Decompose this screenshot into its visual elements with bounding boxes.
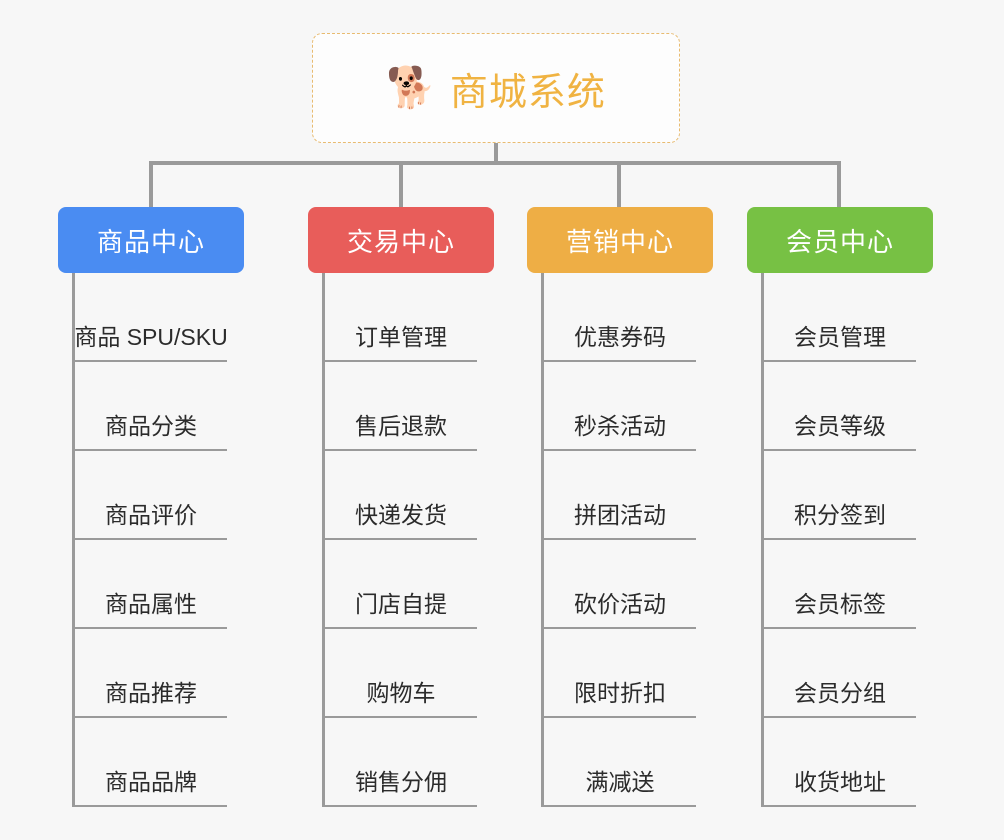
connector-horizontal-bus [149,161,841,165]
branch-body-product-center: 商品 SPU/SKU 商品分类 商品评价 商品属性 商品推荐 商品品牌 [72,273,244,807]
list-item[interactable]: 会员管理 [764,295,916,362]
branch-header-label: 营销中心 [565,226,674,257]
connector-drop-trade-center [399,161,403,207]
list-item[interactable]: 商品品牌 [75,718,227,807]
list-item[interactable]: 门店自提 [325,540,477,629]
list-item-label: 积分签到 [794,502,886,528]
branch-body-member-center: 会员管理 会员等级 积分签到 会员标签 会员分组 收货地址 [761,273,933,807]
list-item[interactable]: 商品属性 [75,540,227,629]
branch-body-trade-center: 订单管理 售后退款 快递发货 门店自提 购物车 销售分佣 [322,273,494,807]
list-item[interactable]: 砍价活动 [544,540,696,629]
list-item[interactable]: 订单管理 [325,295,477,362]
list-item-label: 购物车 [366,680,436,706]
list-item-label: 限时折扣 [574,680,666,706]
list-item-label: 快递发货 [355,502,447,528]
list-item-label: 会员等级 [794,413,886,439]
branch-product-center: 商品中心 商品 SPU/SKU 商品分类 商品评价 商品属性 商品推荐 商品品牌 [58,207,244,807]
list-item[interactable]: 销售分佣 [325,718,477,807]
list-item-label: 订单管理 [355,324,447,350]
root-node[interactable]: 🐕 商城系统 [312,33,680,143]
list-item-label: 会员分组 [794,680,886,706]
list-item-label: 优惠券码 [574,324,666,350]
list-item-label: 商品分类 [105,413,197,439]
page-title: 商城系统 [449,71,606,114]
shiba-dog-face-icon: 🐕 [386,66,436,110]
list-item[interactable]: 商品推荐 [75,629,227,718]
list-item-label: 商品推荐 [105,680,197,706]
connector-drop-marketing-center [617,161,621,207]
branch-header-trade-center[interactable]: 交易中心 [308,207,494,273]
branch-marketing-center: 营销中心 优惠券码 秒杀活动 拼团活动 砍价活动 限时折扣 满减送 [527,207,713,807]
branch-header-member-center[interactable]: 会员中心 [747,207,933,273]
list-item[interactable]: 会员分组 [764,629,916,718]
connector-drop-member-center [837,161,841,207]
list-item[interactable]: 商品评价 [75,451,227,540]
list-item-label: 拼团活动 [574,502,666,528]
list-item-label: 会员标签 [794,591,886,617]
list-item-label: 砍价活动 [574,591,666,617]
list-item[interactable]: 拼团活动 [544,451,696,540]
list-item-label: 商品品牌 [105,769,197,795]
list-item[interactable]: 收货地址 [764,718,916,807]
list-item[interactable]: 售后退款 [325,362,477,451]
list-item-label: 会员管理 [794,324,886,350]
branch-header-label: 会员中心 [785,226,894,257]
branch-body-marketing-center: 优惠券码 秒杀活动 拼团活动 砍价活动 限时折扣 满减送 [541,273,713,807]
list-item[interactable]: 会员等级 [764,362,916,451]
list-item[interactable]: 商品 SPU/SKU [74,295,228,362]
list-item[interactable]: 满减送 [544,718,696,807]
list-item[interactable]: 快递发货 [325,451,477,540]
branch-trade-center: 交易中心 订单管理 售后退款 快递发货 门店自提 购物车 销售分佣 [308,207,494,807]
branch-header-label: 交易中心 [346,226,455,257]
list-item-label: 售后退款 [355,413,447,439]
list-item-label: 商品属性 [105,591,197,617]
list-item[interactable]: 限时折扣 [544,629,696,718]
list-item-label: 销售分佣 [355,769,447,795]
list-item-label: 商品 SPU/SKU [74,324,228,350]
branch-header-marketing-center[interactable]: 营销中心 [527,207,713,273]
list-item-label: 秒杀活动 [574,413,666,439]
list-item-label: 满减送 [585,769,655,795]
list-item-label: 收货地址 [794,769,886,795]
list-item[interactable]: 优惠券码 [544,295,696,362]
list-item[interactable]: 会员标签 [764,540,916,629]
connector-drop-product-center [149,161,153,207]
list-item[interactable]: 积分签到 [764,451,916,540]
list-item[interactable]: 秒杀活动 [544,362,696,451]
branch-header-product-center[interactable]: 商品中心 [58,207,244,273]
list-item[interactable]: 购物车 [325,629,477,718]
connector-root-stem [494,143,498,163]
list-item-label: 商品评价 [105,502,197,528]
list-item-label: 门店自提 [355,591,447,617]
branch-member-center: 会员中心 会员管理 会员等级 积分签到 会员标签 会员分组 收货地址 [747,207,933,807]
branch-header-label: 商品中心 [96,226,205,257]
list-item[interactable]: 商品分类 [75,362,227,451]
